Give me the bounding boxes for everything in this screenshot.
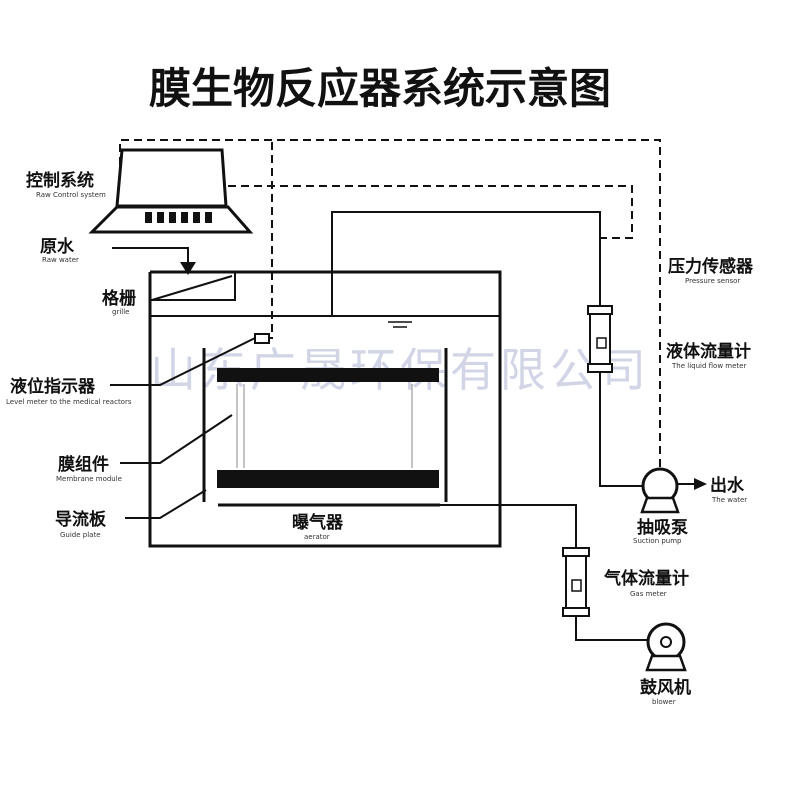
svg-text:原水: 原水 (40, 236, 75, 257)
svg-text:The liquid flow meter: The liquid flow meter (671, 362, 746, 370)
air-pipe-from-blower (575, 616, 648, 641)
dashed-line-level-indicator (258, 142, 273, 339)
leader-lines (110, 337, 256, 519)
svg-text:Suction pump: Suction pump (633, 537, 682, 545)
membrane-top-header (217, 368, 439, 382)
label-level-indicator: 液位指示器 Level meter to the medical reactor… (6, 376, 132, 406)
label-membrane-module: 膜组件 Membrane module (56, 454, 122, 483)
membrane-bottom-header (217, 470, 439, 488)
svg-text:出水: 出水 (710, 475, 745, 496)
raw-water-inlet-arrow (112, 247, 196, 275)
flow-meter-float (596, 337, 607, 349)
grille-box (150, 272, 236, 301)
grille (150, 272, 236, 301)
permeate-pipe (331, 211, 601, 315)
label-liquid-flow-meter: 液体流量计 The liquid flow meter (666, 341, 751, 370)
label-grille: 格栅 grille (102, 288, 136, 316)
svg-text:压力传感器: 压力传感器 (668, 256, 754, 277)
suction-pump-icon (640, 467, 680, 514)
svg-text:格栅: 格栅 (102, 288, 136, 309)
svg-text:Membrane module: Membrane module (56, 475, 122, 483)
pump-suction-pipe (599, 372, 642, 487)
svg-text:Level meter to the medical rea: Level meter to the medical reactors (6, 398, 132, 406)
dashed-line-pressure-sensor (119, 139, 661, 470)
label-aerator: 曝气器 aerator (292, 512, 344, 541)
svg-text:aerator: aerator (304, 533, 330, 541)
label-suction-pump: 抽吸泵 Suction pump (633, 517, 688, 545)
water-outlet-arrow (677, 478, 707, 490)
control-signal-lines (119, 139, 661, 470)
gas-flow-meter (562, 547, 590, 617)
svg-text:曝气器: 曝气器 (292, 512, 344, 533)
membrane-fibers (236, 384, 413, 468)
control-system-laptop-icon (88, 148, 254, 234)
svg-text:Raw Control system: Raw Control system (36, 191, 106, 199)
svg-text:Gas meter: Gas meter (630, 590, 667, 598)
label-water-out: 出水 The water (710, 475, 747, 504)
svg-text:Guide plate: Guide plate (60, 531, 101, 539)
svg-text:鼓风机: 鼓风机 (640, 677, 691, 698)
blower-icon (645, 622, 687, 672)
svg-text:液体流量计: 液体流量计 (666, 341, 751, 362)
label-pressure-sensor: 压力传感器 Pressure sensor (668, 256, 754, 285)
svg-text:导流板: 导流板 (55, 509, 107, 530)
liquid-flow-meter (587, 305, 613, 373)
arrow-down-icon (180, 262, 196, 275)
membrane-module (217, 368, 439, 488)
level-sensor (254, 333, 270, 344)
dashed-line-flow-meter (228, 185, 633, 239)
label-control-system: 控制系统 Raw Control system (26, 170, 106, 199)
diagram-title: 膜生物反应器系统示意图 (149, 64, 611, 113)
svg-text:grille: grille (112, 308, 129, 316)
svg-text:膜组件: 膜组件 (58, 454, 109, 475)
svg-text:The water: The water (711, 496, 747, 504)
svg-text:blower: blower (652, 698, 676, 706)
svg-text:抽吸泵: 抽吸泵 (637, 517, 688, 538)
grille-screen (151, 275, 233, 301)
water-surface-icon (388, 321, 412, 328)
tank-wall (148, 270, 502, 548)
svg-text:Pressure sensor: Pressure sensor (685, 277, 740, 285)
label-gas-meter: 气体流量计 Gas meter (603, 568, 689, 598)
arrow-right-icon (694, 478, 707, 490)
label-raw-water: 原水 Raw water (40, 236, 79, 264)
reactor-tank (148, 270, 502, 548)
air-pipe-to-aerator (440, 504, 577, 548)
label-blower: 鼓风机 blower (640, 677, 691, 706)
gas-meter-float (571, 579, 582, 592)
laptop-screen (115, 148, 228, 208)
laptop-keys (145, 212, 212, 223)
svg-text:气体流量计: 气体流量计 (603, 568, 689, 589)
svg-text:控制系统: 控制系统 (26, 170, 94, 191)
svg-text:Raw water: Raw water (42, 256, 79, 264)
label-guide-plate: 导流板 Guide plate (55, 509, 107, 539)
svg-text:液位指示器: 液位指示器 (10, 376, 96, 397)
